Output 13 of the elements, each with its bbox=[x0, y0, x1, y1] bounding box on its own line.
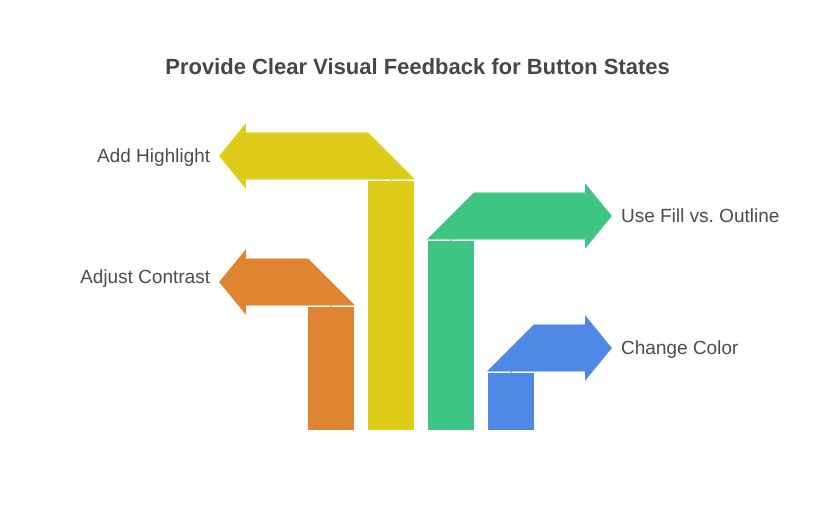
option-label: Add Highlight bbox=[96, 144, 210, 168]
vertical-bar bbox=[488, 373, 534, 430]
bent-arrow bbox=[426, 183, 612, 249]
bent-arrow bbox=[218, 249, 356, 315]
vertical-bar bbox=[368, 181, 414, 430]
option-label: Use Fill vs. Outline bbox=[621, 204, 780, 228]
bent-arrow bbox=[218, 123, 416, 189]
title: Provide Clear Visual Feedback for Button States bbox=[165, 54, 670, 79]
vertical-bar bbox=[308, 307, 354, 430]
bent-arrow bbox=[486, 315, 612, 381]
vertical-bar bbox=[428, 241, 474, 430]
option-label: Adjust Contrast bbox=[80, 266, 210, 288]
option-label: Change Color bbox=[621, 336, 738, 360]
